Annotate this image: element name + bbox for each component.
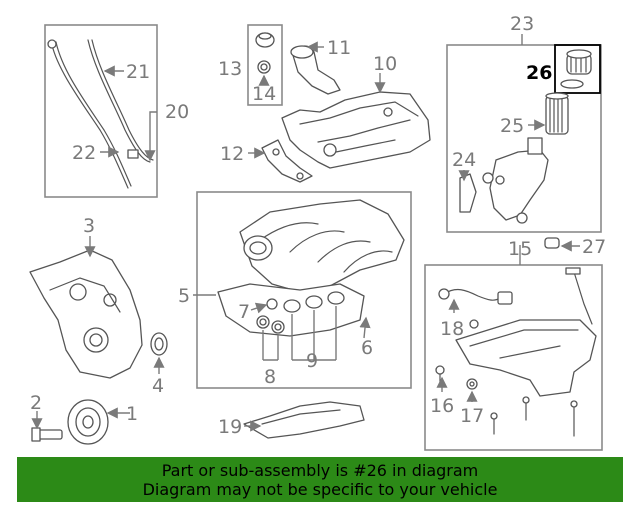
small-clip-18 [469, 319, 479, 329]
pan-tube [565, 267, 593, 325]
callout-5: 5 [178, 285, 190, 307]
banner-line-1: Part or sub-assembly is #26 in diagram [161, 460, 479, 480]
callout-15: 15 [508, 238, 532, 260]
oil-filter-group-frame [446, 44, 602, 233]
balancer-bolt [31, 427, 63, 442]
callout-20: 20 [165, 101, 189, 123]
filter-adapter [459, 137, 549, 224]
timing-cover [29, 249, 143, 379]
callout-4: 4 [152, 375, 164, 397]
seals-8 [256, 315, 285, 334]
callout-8: 8 [264, 366, 276, 388]
callout-17: 17 [460, 405, 484, 427]
drain-washer [466, 378, 478, 390]
parts-diagram: 1 2 3 4 5 6 7 8 9 10 11 12 13 14 15 16 1… [29, 13, 606, 451]
callout-11: 11 [327, 37, 351, 59]
callout-22: 22 [72, 142, 96, 164]
oil-pan-group-frame [424, 264, 603, 451]
harmonic-balancer [67, 399, 109, 445]
callout-2: 2 [30, 392, 42, 414]
info-banner-body: Part or sub-assembly is #26 in diagram D… [17, 457, 623, 502]
callout-12: 12 [220, 143, 244, 165]
callout-3: 3 [83, 215, 95, 237]
seals-9 [283, 291, 345, 313]
dipstick-group-frame [44, 24, 158, 198]
front-seal [150, 332, 168, 356]
callout-18: 18 [440, 318, 464, 340]
callout-19: 19 [218, 416, 242, 438]
sensor-27 [544, 237, 560, 249]
callout-7: 7 [238, 301, 250, 323]
callout-6: 6 [361, 337, 373, 359]
callout-23: 23 [510, 13, 534, 35]
cap-seal-group-frame [247, 24, 283, 106]
filter-cap [560, 49, 592, 89]
valve-cover [281, 91, 431, 169]
callout-13: 13 [218, 58, 242, 80]
callout-25: 25 [500, 115, 524, 137]
callout-26: 26 [526, 62, 552, 84]
heat-shield [243, 401, 365, 439]
part-26-highlight-frame [554, 44, 601, 94]
banner-line-2: Diagram may not be specific to your vehi… [142, 479, 498, 499]
bracket [261, 139, 313, 183]
info-banner: Part or sub-assembly is #26 in diagram D… [17, 457, 623, 502]
oil-filter [545, 92, 569, 135]
intake-manifold-group-frame [196, 191, 412, 389]
callout-1: 1 [126, 403, 138, 425]
intake-manifold [239, 199, 405, 293]
callout-21: 21 [126, 61, 150, 83]
callout-14: 14 [252, 83, 276, 105]
oil-fill-cap [255, 32, 275, 48]
seal-7 [266, 298, 278, 310]
cap-seal [257, 60, 271, 74]
oil-pump-pickup [438, 288, 513, 305]
callout-16: 16 [430, 395, 454, 417]
callout-9: 9 [306, 350, 318, 372]
callout-27: 27 [582, 236, 606, 258]
oil-pan [455, 319, 597, 397]
callout-10: 10 [373, 53, 397, 75]
callout-24: 24 [452, 149, 476, 171]
